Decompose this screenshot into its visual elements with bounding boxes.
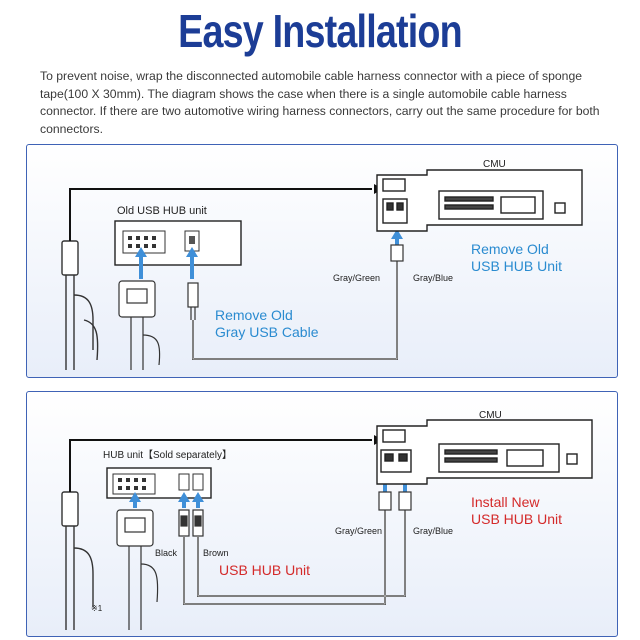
callout-hub-cable: USB HUB Unit — [219, 562, 311, 578]
cmu-label: CMU — [483, 159, 506, 170]
wire-label-black: Black — [155, 548, 178, 558]
wire-label-gray-blue: Gray/Blue — [413, 273, 454, 283]
cmu-unit — [376, 419, 593, 485]
vehicle-harness-left — [61, 240, 99, 370]
wire-label-gray-green: Gray/Green — [333, 273, 381, 283]
cmu-unit — [376, 169, 583, 232]
vehicle-harness-left — [61, 491, 94, 630]
wire-label-brown: Brown — [203, 548, 229, 558]
route-arrow-line — [69, 439, 372, 492]
callout-remove-cable: Remove Old Gray USB Cable — [215, 307, 319, 340]
wiring-diagram-remove — [61, 169, 583, 370]
wire-label-gray-green: Gray/Green — [335, 526, 383, 536]
diagram-panel-remove: CMU Old USB HUB unit Gray/Green Gray/Blu… — [26, 144, 618, 378]
unit-label: Old USB HUB unit — [117, 205, 207, 217]
harness-connector-middle — [116, 509, 159, 630]
diagram-panel-install: CMU HUB unit【Sold separately】 Black Brow… — [26, 391, 618, 637]
wire-label-gray-blue: Gray/Blue — [413, 526, 454, 536]
intro-text: To prevent noise, wrap the disconnected … — [40, 69, 600, 136]
usb-cable-brown — [197, 508, 406, 597]
unit-label: HUB unit【Sold separately】 — [103, 450, 232, 461]
usb-plug — [187, 282, 199, 320]
cmu-label: CMU — [479, 410, 502, 421]
callout-remove-unit: Remove Old USB HUB Unit — [471, 241, 563, 274]
harness-connector-middle — [118, 280, 161, 370]
footnote-marker: ※1 — [91, 604, 103, 613]
usb-plugs-pair — [178, 509, 204, 537]
callout-install-unit: Install New USB HUB Unit — [471, 494, 563, 527]
route-arrow-line — [69, 188, 372, 241]
wiring-diagram-install — [61, 419, 593, 630]
page-title: Easy Installation — [178, 5, 463, 57]
